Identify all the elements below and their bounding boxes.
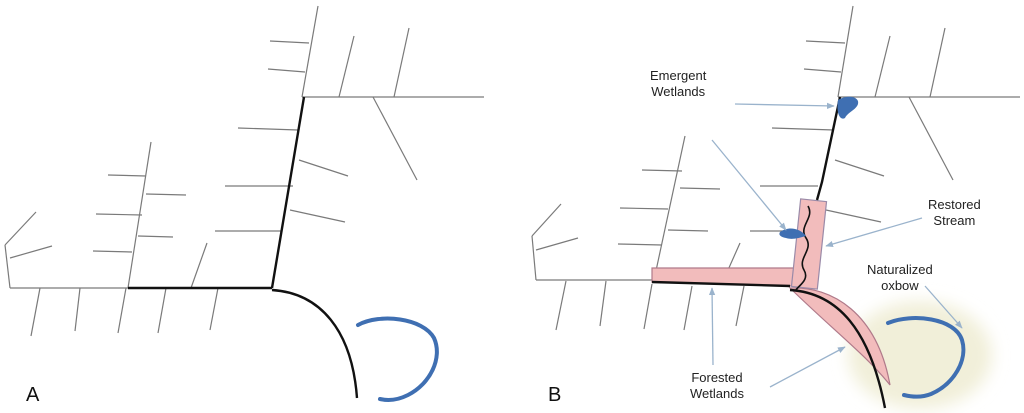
label-naturalized-oxbow: Naturalized oxbow bbox=[867, 262, 933, 293]
restored-stream-corridor bbox=[790, 198, 828, 290]
arrow-restored-stream bbox=[825, 217, 923, 248]
label-forested-wetlands: Forested Wetlands bbox=[690, 370, 744, 401]
panel-label-a: A bbox=[26, 384, 40, 406]
arrow-forested-oxbow bbox=[769, 346, 846, 388]
arrow-emergent-lower bbox=[711, 139, 787, 231]
callout-arrows bbox=[708, 102, 963, 388]
label-restored-stream: Restored Stream bbox=[928, 197, 981, 228]
panel-b-main-channel bbox=[651, 96, 887, 409]
panel-a-network bbox=[4, 5, 484, 337]
emergent-wetland-upper bbox=[837, 96, 859, 119]
label-emergent-wetlands: Emergent Wetlands bbox=[650, 68, 707, 99]
panel-a-oxbow-stream bbox=[356, 316, 439, 402]
arrow-forested-strip bbox=[708, 287, 716, 366]
panel-a-main-channel bbox=[128, 96, 359, 399]
panel-b-network bbox=[531, 5, 1020, 331]
arrow-naturalized-oxbow bbox=[924, 285, 963, 329]
arrow-emergent-upper bbox=[734, 102, 835, 109]
emergent-wetland-lower bbox=[779, 228, 806, 239]
emergent-wetland-patches bbox=[779, 96, 859, 239]
panel-label-b: B bbox=[548, 384, 562, 406]
naturalized-oxbow-stream bbox=[886, 316, 966, 399]
forested-wetland-oxbow bbox=[788, 287, 891, 386]
